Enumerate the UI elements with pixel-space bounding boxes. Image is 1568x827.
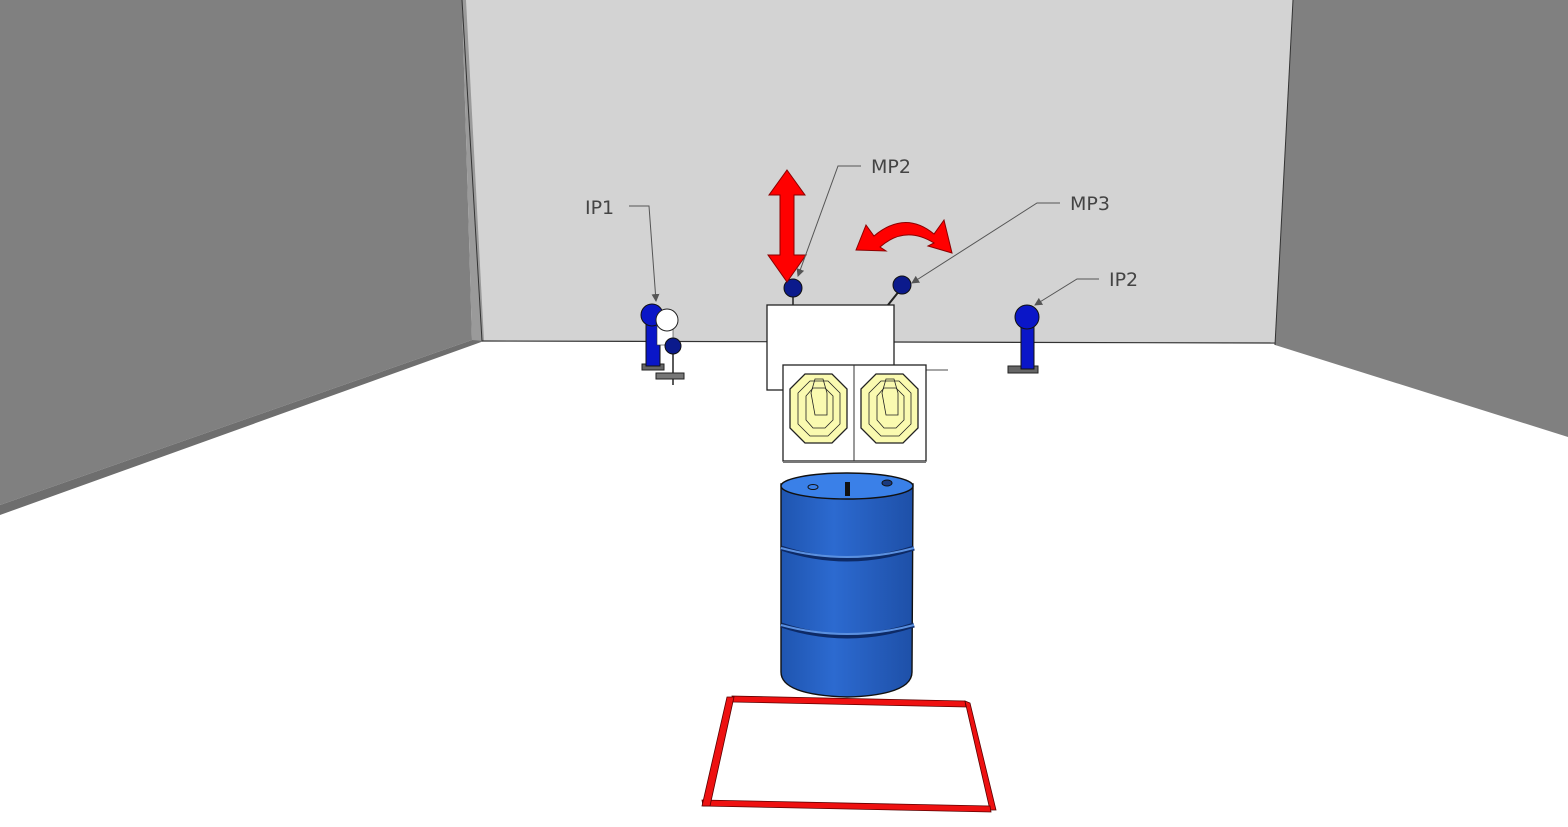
mp3-popper-head <box>892 275 912 295</box>
ip1-target-group <box>640 303 685 385</box>
ip1-label: IP1 <box>585 197 614 219</box>
mp3-label: MP3 <box>1070 193 1110 215</box>
barrel <box>780 472 915 698</box>
vertical-movement-arrow <box>767 169 807 283</box>
steel-plate-right <box>860 373 919 444</box>
shooting-box <box>701 695 997 813</box>
ip2-target <box>1007 304 1040 374</box>
back-wall <box>462 0 1293 343</box>
steel-plates-panel <box>782 364 927 463</box>
label-ip2: IP2 <box>1034 269 1138 306</box>
label-mp3: MP3 <box>911 193 1110 284</box>
label-ip1: IP1 <box>585 197 660 302</box>
label-mp2: MP2 <box>796 156 911 277</box>
swing-movement-arrow <box>855 218 953 254</box>
steel-plate-left <box>789 373 848 444</box>
ip2-label: IP2 <box>1109 269 1138 291</box>
right-wall <box>1275 0 1568 437</box>
left-wall-base <box>0 340 484 515</box>
mp2-label: MP2 <box>871 156 911 178</box>
left-wall <box>0 0 472 505</box>
mp2-popper-head <box>783 278 803 298</box>
